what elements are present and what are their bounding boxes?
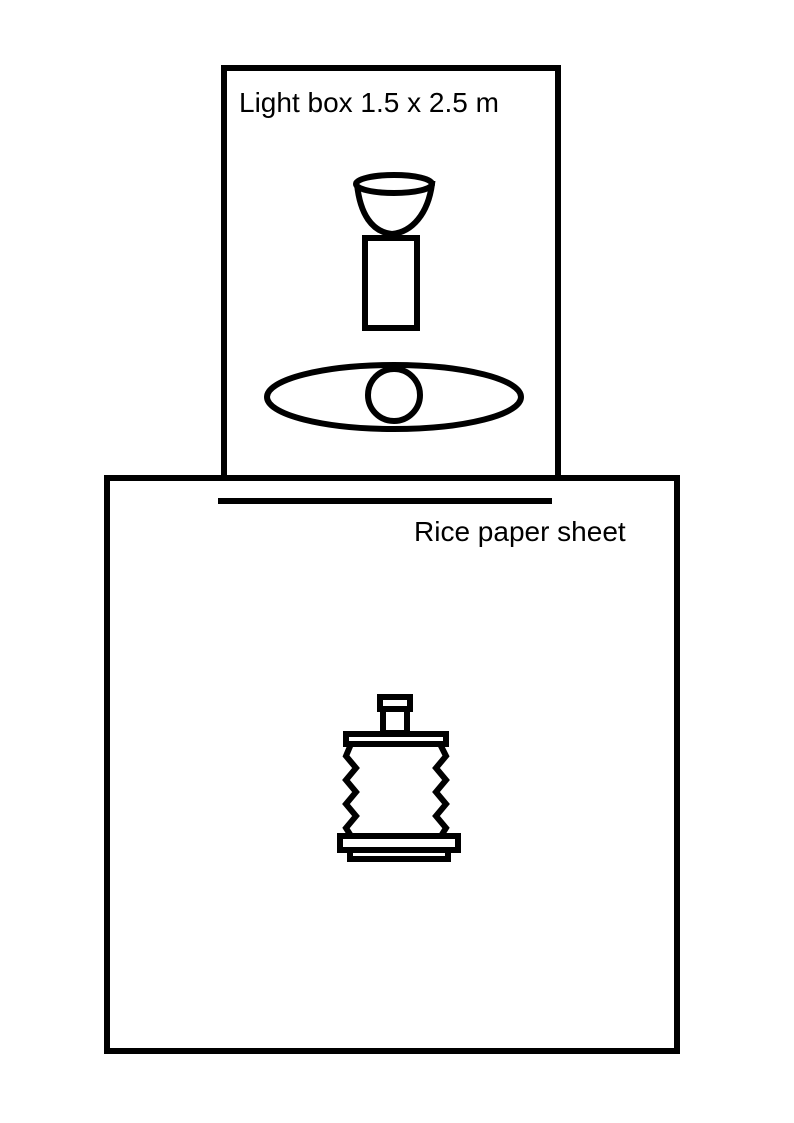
subject-disc-icon (264, 362, 524, 432)
rice-paper-label: Rice paper sheet (414, 516, 626, 547)
bellows-camera-icon (337, 694, 461, 862)
camera-room (104, 475, 680, 1054)
light-box-label: Light box 1.5 x 2.5 m (239, 87, 499, 118)
studio-light-icon (353, 172, 436, 331)
